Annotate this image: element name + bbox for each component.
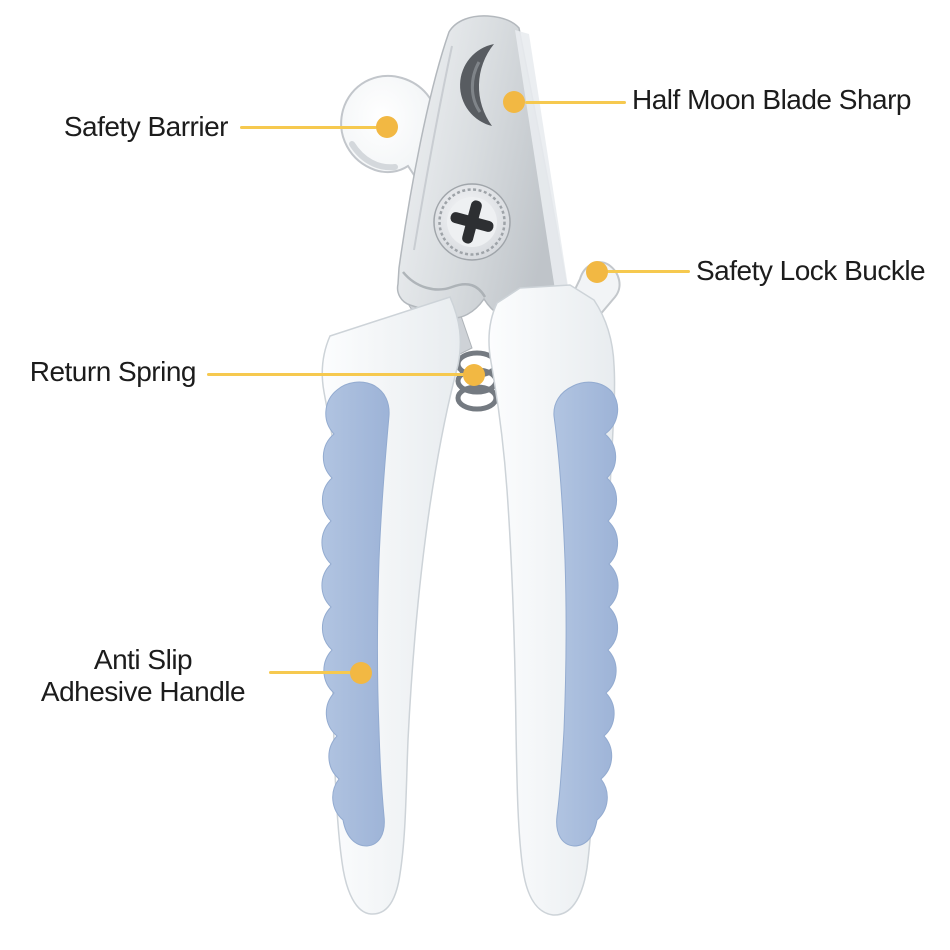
leader-line-anti-slip-handle: [269, 671, 352, 674]
half-moon-notch: [460, 44, 494, 126]
leader-dot-safety-lock-buckle: [586, 261, 608, 283]
leader-dot-anti-slip-handle: [350, 662, 372, 684]
annotation-label-safety-barrier: Safety Barrier: [63, 111, 229, 142]
leader-line-half-moon-blade: [525, 101, 626, 104]
left-grip: [321, 381, 390, 847]
right-grip: [553, 381, 619, 847]
annotation-label-return-spring: Return Spring: [29, 356, 197, 387]
pivot-screw: [433, 183, 511, 261]
annotation-label-anti-slip-handle: Anti Slip Adhesive Handle: [23, 644, 263, 708]
annotation-label-anti-slip-line1: Anti Slip: [93, 644, 193, 675]
annotation-label-anti-slip-line2: Adhesive Handle: [40, 676, 246, 707]
annotation-label-half-moon-blade: Half Moon Blade Sharp: [632, 84, 912, 115]
annotation-label-safety-lock-buckle: Safety Lock Buckle: [696, 255, 926, 286]
leader-dot-safety-barrier: [376, 116, 398, 138]
leader-line-return-spring: [207, 373, 465, 376]
leader-line-safety-lock-buckle: [607, 270, 690, 273]
leader-dot-return-spring: [463, 364, 485, 386]
leader-dot-half-moon-blade: [503, 91, 525, 113]
leader-line-safety-barrier: [240, 126, 377, 129]
